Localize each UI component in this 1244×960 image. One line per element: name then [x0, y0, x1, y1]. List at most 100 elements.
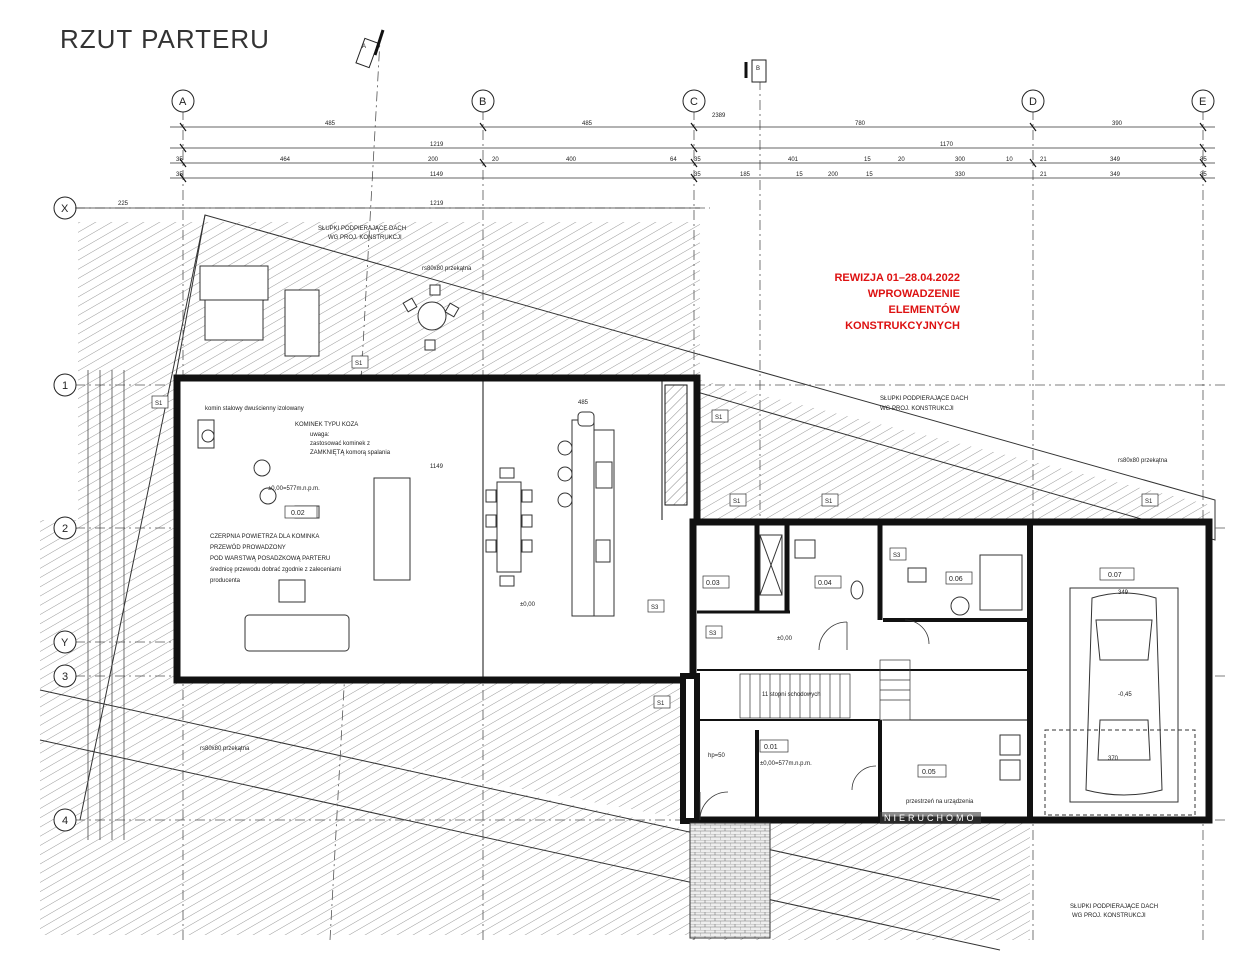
note-slupki-top-1: SŁUPKI PODPIERAJĄCE DACH	[318, 226, 406, 232]
grid-row-1: 1	[62, 380, 68, 392]
tag-s1-e: S1	[825, 499, 833, 505]
tag-s1-g: S1	[657, 701, 665, 707]
room-003-label: 0.03	[706, 580, 720, 587]
grid-column-bubbles	[171, 89, 1215, 113]
dim-kitchen-width: 485	[578, 400, 589, 406]
dim-r4-1: 1149	[430, 172, 444, 178]
grid-row-x: X	[61, 203, 69, 215]
revision-line-1: REWIZJA 01–28.04.2022	[834, 272, 960, 284]
note-komin: komin stalowy dwuścienny izolowany	[205, 406, 304, 412]
grid-col-c: C	[690, 96, 698, 108]
note-slupki-right-2: WG PROJ. KONSTRUKCJI	[880, 406, 954, 412]
room-tags	[284, 505, 1135, 778]
note-kominek-3: ZAMKNIĘTĄ komorą spalania	[310, 450, 391, 456]
room-005-label: 0.05	[922, 769, 936, 776]
dim-r3-0: 35	[176, 157, 183, 163]
dim-1219: 1219	[430, 142, 444, 148]
dining-table	[485, 467, 533, 587]
section-mark-a	[355, 29, 385, 69]
tag-s1-a: S1	[355, 361, 363, 367]
dim-living-width: 1149	[430, 464, 444, 470]
note-czerpnia-1: CZERPNIA POWIETRZA DLA KOMINKA	[210, 534, 319, 540]
level-main: ±0,00=577m.n.p.m.	[268, 486, 320, 492]
note-rs80-top: rs80x80 przekątna	[422, 266, 472, 272]
note-czerpnia-3: POD WARSTWĄ POSADZKOWĄ PARTERU	[210, 556, 330, 562]
level-hall: ±0,00	[777, 636, 793, 642]
grid-row-3: 3	[62, 671, 68, 683]
level-entry: ±0,00=577m.n.p.m.	[760, 761, 812, 767]
revision-line-2: WPROWADZENIE ELEMENTÓW	[867, 288, 960, 316]
dim-r3-7: 401	[788, 157, 799, 163]
dim-r3-9: 20	[898, 157, 905, 163]
dim-garage-width: 349	[1118, 590, 1129, 596]
entrance-porch	[689, 822, 771, 939]
garage-car	[1044, 587, 1196, 816]
dimension-ticks	[179, 122, 1207, 183]
section-label-a: A	[362, 44, 366, 50]
tag-s3-b: S3	[709, 631, 717, 637]
dim-r3-6: 35	[694, 157, 701, 163]
dim-r4-10: 35	[1200, 172, 1207, 178]
dim-485-b: 485	[582, 121, 593, 127]
room-007-label: 0.07	[1108, 572, 1122, 579]
dim-r4-4: 15	[796, 172, 803, 178]
door-swings	[699, 619, 930, 821]
note-czerpnia-2: PRZEWÓD PROWADZONY	[210, 544, 286, 551]
staircase	[739, 659, 911, 721]
tag-s1-b: S1	[155, 401, 163, 407]
grid-col-b: B	[479, 96, 486, 108]
dim-r4-8: 21	[1040, 172, 1047, 178]
dim-r4-6: 15	[866, 172, 873, 178]
dim-r3-2: 200	[428, 157, 439, 163]
dim-1170: 1170	[940, 142, 954, 148]
bathroom-fixtures	[759, 534, 1023, 781]
grid-row-4: 4	[62, 815, 68, 827]
dim-r3-11: 10	[1006, 157, 1013, 163]
dim-r4-0: 35	[176, 172, 183, 178]
dim-r3-8: 15	[864, 157, 871, 163]
tag-s1-f: S1	[1145, 499, 1153, 505]
dim-485-a: 485	[325, 121, 336, 127]
tag-s1-d: S1	[733, 499, 741, 505]
note-rs80-right: rs80x80 przekątna	[1118, 458, 1168, 464]
tag-s3-c: S3	[651, 605, 659, 611]
interior-walls	[482, 380, 1033, 818]
drawing-title: RZUT PARTERU	[60, 24, 270, 54]
dim-r3-4: 400	[566, 157, 577, 163]
revision-line-3: KONSTRUKCYJNYCH	[845, 320, 960, 332]
dim-r4-9: 349	[1110, 172, 1121, 178]
dim-390: 390	[1112, 121, 1123, 127]
dim-r3-14: 35	[1200, 157, 1207, 163]
tag-s3-a: S3	[893, 553, 901, 559]
left-dimension-lines	[87, 370, 125, 840]
dimension-lines	[75, 126, 1215, 209]
note-kominek-title: KOMINEK TYPU KOZA	[295, 422, 358, 428]
note-przestrzen: przestrzeń na urządzenia	[906, 799, 974, 805]
watermark: NIERUCHOMO	[880, 812, 981, 824]
column-tags	[151, 355, 1159, 709]
grid-col-a: A	[179, 96, 187, 108]
room-006-label: 0.06	[949, 576, 963, 583]
level-kitchen: ±0,00	[520, 602, 536, 608]
room-001-label: 0.01	[764, 744, 778, 751]
note-kominek-2: zastosować kominek z	[310, 441, 370, 447]
dim-r4-3: 185	[740, 172, 751, 178]
note-hp: hp=50	[708, 753, 726, 759]
level-garage: -0,45	[1118, 692, 1132, 698]
grid-row-bubbles	[53, 196, 77, 832]
section-mark-b	[744, 59, 767, 83]
note-czerpnia-5: producenta	[210, 578, 241, 584]
note-slupki-top-2: WG PROJ. KONSTRUKCJI	[328, 235, 402, 241]
terrace-furniture	[199, 265, 460, 357]
dim-garage-depth: 370	[1108, 756, 1119, 762]
tag-s1-c: S1	[715, 415, 723, 421]
dim-x-1219: 1219	[430, 201, 444, 207]
dim-r3-3: 20	[492, 157, 499, 163]
dim-780: 780	[855, 121, 866, 127]
dim-r4-7: 330	[955, 172, 966, 178]
note-slupki-bottom-2: WG PROJ. KONSTRUKCJI	[1072, 913, 1146, 919]
room-004-label: 0.04	[818, 580, 832, 587]
note-slupki-bottom-1: SŁUPKI PODPIERAJĄCE DACH	[1070, 904, 1158, 910]
dim-r4-2: 35	[694, 172, 701, 178]
